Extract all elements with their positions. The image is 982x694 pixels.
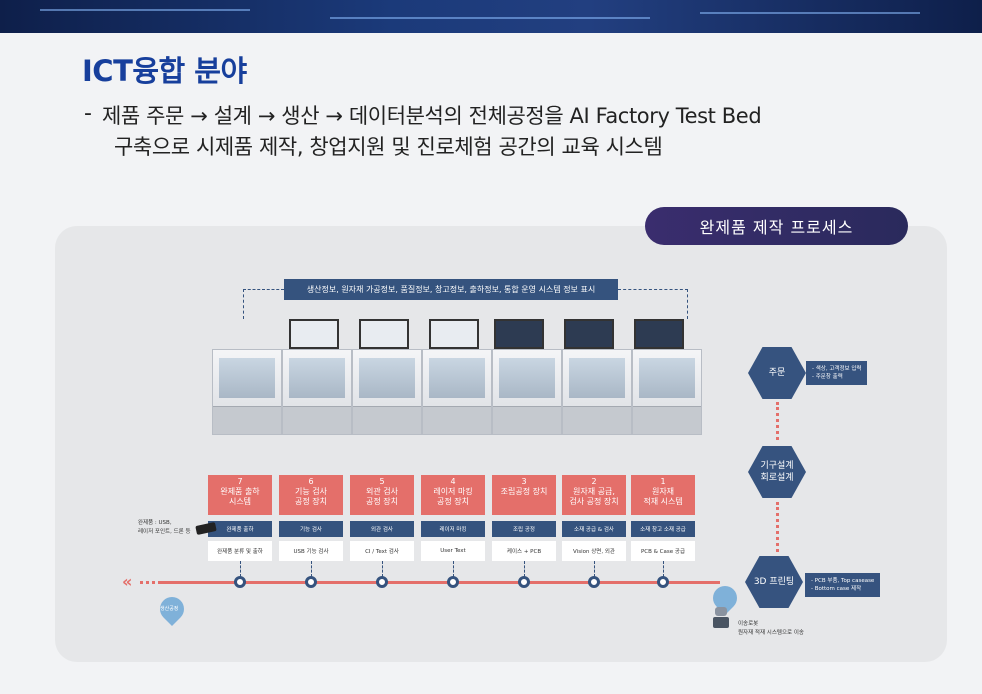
monitor-icon (359, 319, 409, 349)
node-connector (453, 561, 454, 577)
flow-hex-3d-printing: 3D 프린팅 (745, 556, 803, 608)
monitor-icon (634, 319, 684, 349)
step-task-label: 완제품 분류 및 출하 (208, 541, 272, 561)
description-line-1: 제품 주문 → 설계 → 생산 → 데이터분석의 전체공정을 AI Factor… (102, 104, 762, 128)
step-task-label: CI / Text 검사 (350, 541, 414, 561)
info-banner: 생산정보, 원자재 가공정보, 품질정보, 창고정보, 출하정보, 통합 운영 … (284, 279, 618, 300)
step-sub-label: 조립 공정 (492, 521, 556, 537)
process-title-badge: 완제품 제작 프로세스 (645, 207, 908, 245)
monitor-icon (289, 319, 339, 349)
banner-streak (40, 9, 250, 11)
top-banner (0, 0, 982, 33)
factory-cell (492, 349, 562, 435)
node-connector (382, 561, 383, 577)
factory-cell (212, 349, 282, 435)
timeline-node (376, 576, 388, 588)
node-connector (524, 561, 525, 577)
monitor-icon (564, 319, 614, 349)
timeline-node (305, 576, 317, 588)
factory-cell (422, 349, 492, 435)
robot-label: 이송로봇 원자재 적재 시스템으로 이송 (738, 621, 804, 636)
step-sub-label: 소재 공급 & 검사 (562, 521, 626, 537)
factory-cell (562, 349, 632, 435)
flow-hex-order: 주문 (748, 347, 806, 399)
step-task-label: Vision 상면, 외관 (562, 541, 626, 561)
banner-streak (330, 17, 650, 19)
factory-cell (632, 349, 702, 435)
factory-cell (282, 349, 352, 435)
product-label: 완제품 : USB, 레이저 포인트, 드론 등 (138, 520, 191, 535)
node-connector (663, 561, 664, 577)
node-connector (311, 561, 312, 577)
banner-streak (700, 12, 920, 14)
flow-hex-design: 기구설계 회로설계 (748, 446, 806, 498)
flow-note-3d-printing: - PCB 부품, Top casease - Bottom case 제작 (805, 573, 881, 597)
step-task-label: USB 기능 검사 (279, 541, 343, 561)
timeline-node (588, 576, 600, 588)
flow-connector-dots (776, 502, 779, 552)
page-title: ICT융합 분야 (82, 54, 247, 88)
description-line-2: 구축으로 시제품 제작, 창업지원 및 진로체험 공간의 교육 시스템 (114, 135, 663, 159)
step-sub-label: 소재 창고 소재 공급 (631, 521, 695, 537)
production-pin-label: 생산공정 (160, 606, 179, 612)
flow-note-order: - 색상, 고객정보 입력 - 주문창 출력 (806, 361, 868, 385)
monitor-icon (494, 319, 544, 349)
banner-connector-left (243, 289, 284, 319)
monitor-icon (429, 319, 479, 349)
step-sub-label: 완제품 출하 (208, 521, 272, 537)
timeline-node (447, 576, 459, 588)
timeline-node (234, 576, 246, 588)
step-sub-label: 레이저 마킹 (421, 521, 485, 537)
double-chevron-left-icon: « (122, 572, 133, 591)
timeline-node (518, 576, 530, 588)
flow-connector-dots (776, 402, 779, 440)
factory-cell (352, 349, 422, 435)
node-connector (594, 561, 595, 577)
step-task-label: User Text (421, 541, 485, 561)
step-sub-label: 기능 검사 (279, 521, 343, 537)
step-sub-label: 외관 검사 (350, 521, 414, 537)
step-task-label: PCB & Case 공급 (631, 541, 695, 561)
description-bullet: - (84, 101, 92, 126)
banner-connector-right (618, 289, 688, 319)
timeline-line (160, 581, 720, 584)
robot-icon (712, 607, 730, 631)
factory-line-photo (186, 303, 720, 449)
timeline-node (657, 576, 669, 588)
timeline-dotted (140, 581, 185, 584)
node-connector (240, 561, 241, 577)
step-task-label: 케이스 + PCB (492, 541, 556, 561)
